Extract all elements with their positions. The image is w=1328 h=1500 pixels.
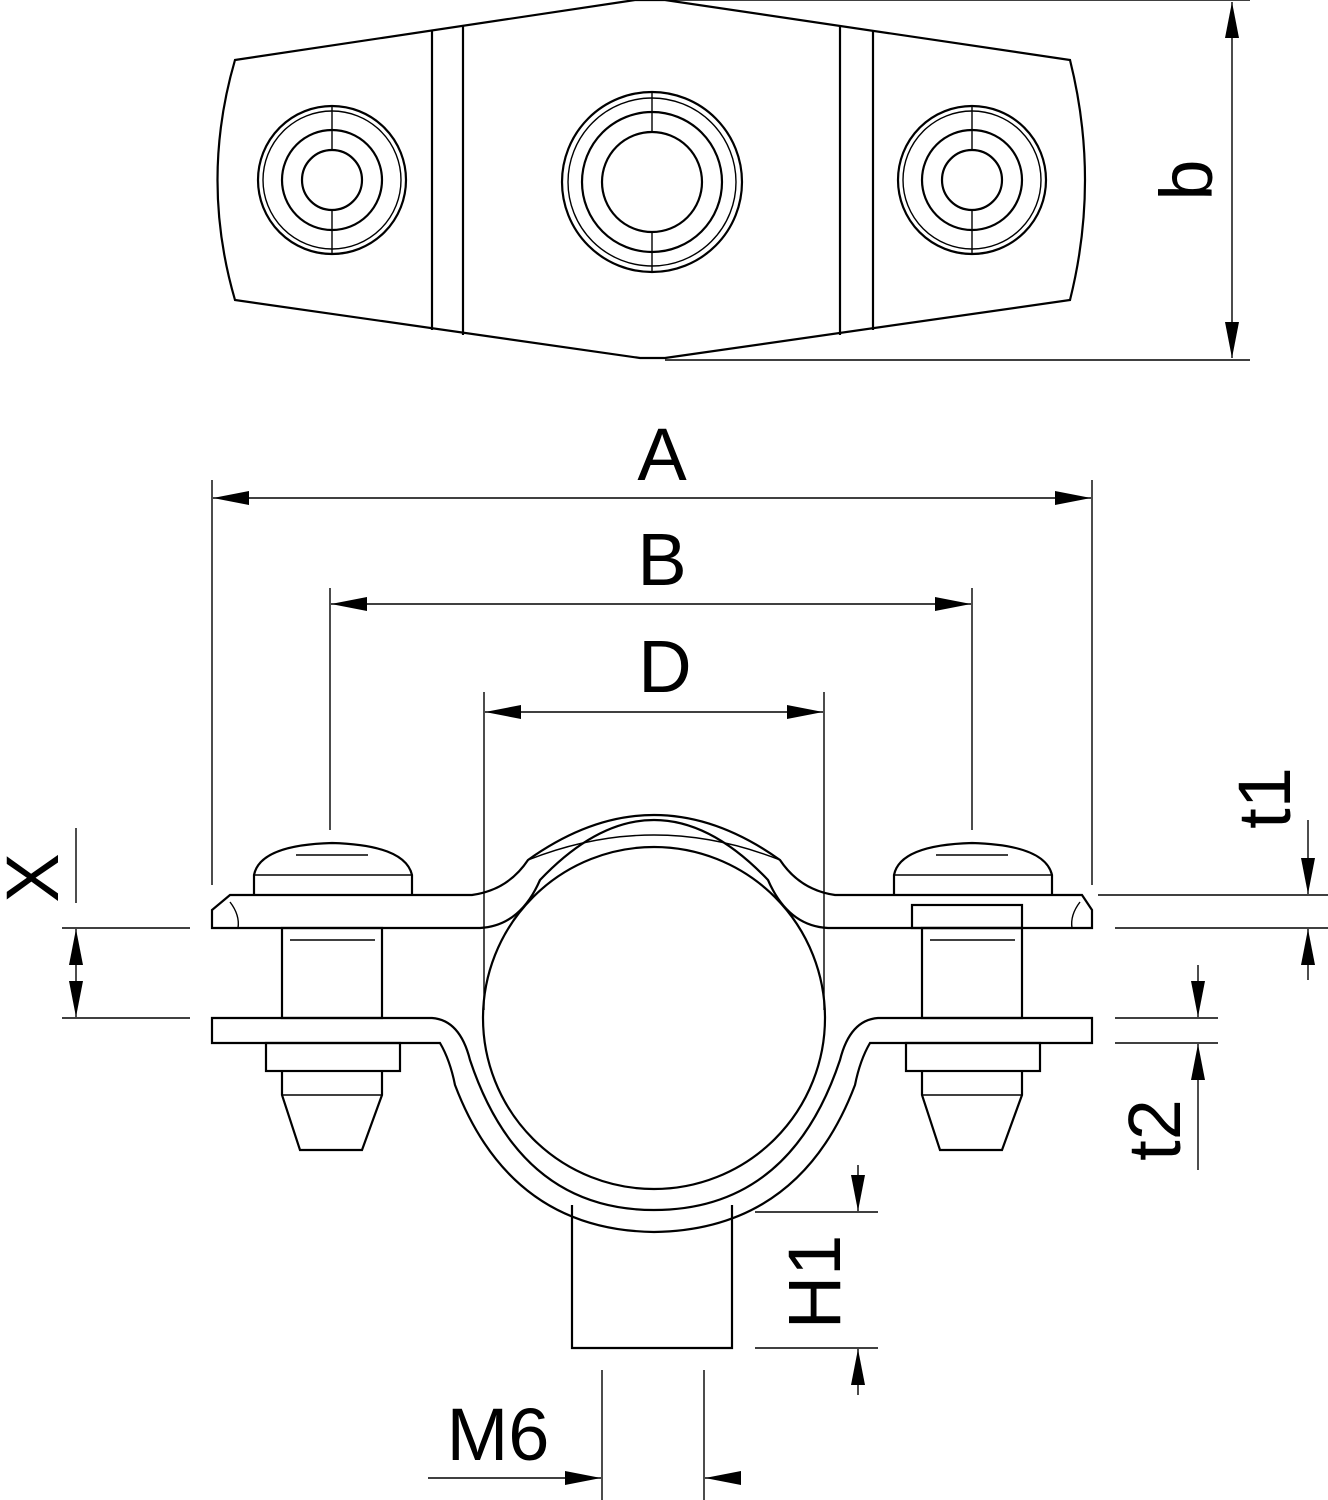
label-X: X xyxy=(0,853,74,902)
front-view xyxy=(210,813,1094,1350)
dimension-B: B xyxy=(329,518,973,830)
center-hole xyxy=(560,90,744,274)
left-bolt-hole xyxy=(256,104,408,256)
left-screw xyxy=(252,841,414,1152)
dimension-A: A xyxy=(211,413,1093,885)
top-view xyxy=(216,0,1087,360)
dimension-M6: M6 xyxy=(428,1370,741,1500)
right-bolt-hole xyxy=(896,104,1048,256)
dimension-D: D xyxy=(483,625,825,1010)
label-A: A xyxy=(637,413,687,496)
label-D: D xyxy=(638,625,691,708)
dimension-t2: t2 xyxy=(1113,965,1218,1170)
dimension-H1: H1 xyxy=(755,1165,878,1395)
label-b: b xyxy=(1145,159,1228,200)
label-t1: t1 xyxy=(1223,767,1306,829)
pipe xyxy=(481,845,827,1191)
label-B: B xyxy=(637,518,686,601)
label-t2: t2 xyxy=(1113,1099,1196,1161)
dimension-b: b xyxy=(665,0,1250,361)
label-H1: H1 xyxy=(773,1235,856,1330)
label-M6: M6 xyxy=(447,1393,550,1476)
right-screw xyxy=(892,841,1054,1152)
dimension-t1: t1 xyxy=(1098,767,1328,980)
dimension-X: X xyxy=(0,828,190,1019)
